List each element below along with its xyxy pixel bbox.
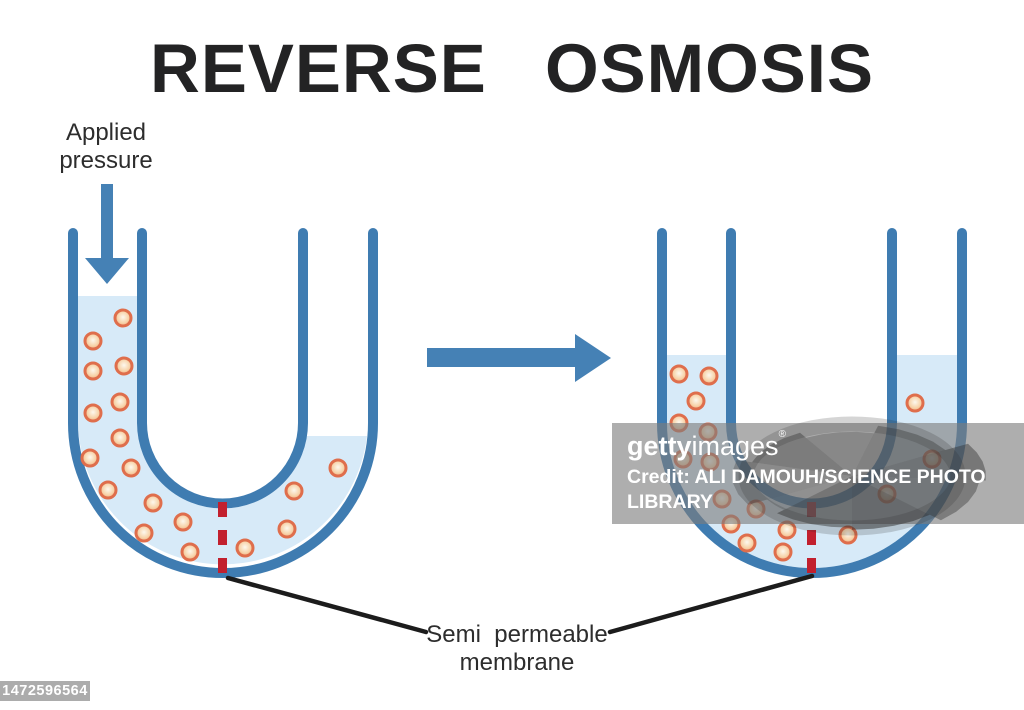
- solute-particle: [284, 481, 304, 501]
- getty-credit-line2: LIBRARY: [627, 491, 713, 513]
- pinwheel-wedge: [752, 432, 852, 476]
- solute-particle: [737, 533, 757, 553]
- applied-pressure-label: Applied pressure: [26, 119, 186, 175]
- solute-particle: [80, 448, 100, 468]
- getty-credit-line1: Credit: ALI DAMOUH/SCIENCE PHOTO: [627, 466, 986, 488]
- solute-particle: [110, 392, 130, 412]
- pinwheel-wedge: [852, 476, 930, 530]
- solute-particle: [83, 361, 103, 381]
- applied-pressure-line2: pressure: [59, 147, 153, 174]
- pinwheel-wedge: [806, 431, 875, 476]
- membrane-pointer-right: [607, 573, 815, 635]
- solute-particle: [277, 519, 297, 539]
- getty-logo-bold: getty: [627, 431, 692, 461]
- solute-particle: [328, 458, 348, 478]
- solute-particle: [83, 403, 103, 423]
- solute-particle: [113, 308, 133, 328]
- membrane-pointer-left: [225, 575, 429, 635]
- pinwheel-wedge: [852, 476, 980, 521]
- pinwheel-wedge: [777, 476, 852, 528]
- applied-pressure-arrow-icon: [85, 184, 129, 284]
- solute-particle: [83, 331, 103, 351]
- solute-particle: [110, 428, 130, 448]
- getty-logo: gettyimages®: [627, 429, 786, 462]
- solute-particle: [669, 364, 689, 384]
- solute-particle: [173, 512, 193, 532]
- solute-particle: [905, 393, 925, 413]
- pinwheel-wedge: [852, 425, 946, 476]
- getty-logo-light: images: [691, 431, 779, 461]
- membrane-label-line1: Semi permeable: [426, 621, 608, 648]
- solute-particle: [235, 538, 255, 558]
- pinwheel-wedge: [852, 443, 986, 481]
- registered-mark-icon: ®: [778, 429, 786, 440]
- membrane-label-line2: membrane: [459, 649, 575, 676]
- solute-particle: [121, 458, 141, 478]
- pinwheel-wedge: [767, 476, 852, 510]
- solute-particle: [180, 542, 200, 562]
- solute-particle: [114, 356, 134, 376]
- u-tube-before: [68, 228, 378, 578]
- solute-particle: [773, 542, 793, 562]
- getty-watermark-bar: [612, 423, 1024, 524]
- solute-particle: [686, 391, 706, 411]
- solute-particle: [699, 366, 719, 386]
- solute-particle: [838, 525, 858, 545]
- applied-pressure-line1: Applied: [65, 119, 147, 146]
- pinwheel-wedge: [732, 460, 852, 505]
- solute-particle: [134, 523, 154, 543]
- solute-particle: [143, 493, 163, 513]
- solute-particles-before: [80, 308, 348, 562]
- pinwheel-ring: [738, 416, 966, 536]
- asset-id-watermark: 1472596564: [0, 681, 90, 701]
- membrane-label: Semi permeable membrane: [367, 621, 667, 677]
- solute-particle: [98, 480, 118, 500]
- figure-title: REVERSE OSMOSIS: [150, 30, 874, 107]
- process-arrow-icon: [427, 334, 611, 382]
